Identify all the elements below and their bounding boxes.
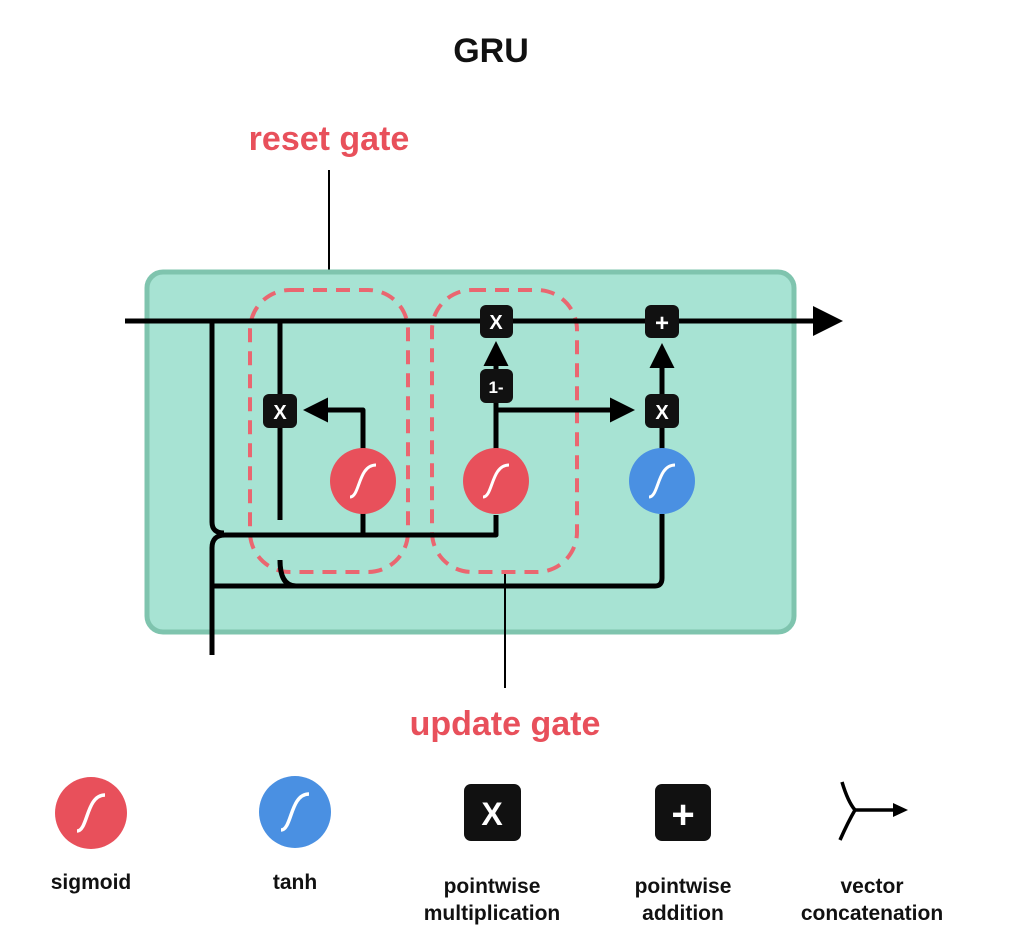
legend-tanh-label: tanh [273,871,317,894]
addition-op: + [645,305,679,338]
legend-tanh-icon [259,776,331,848]
legend-add-label-line2: addition [642,902,724,925]
reset-gate-outline [248,288,410,574]
legend-multiply-icon: X [464,784,521,841]
legend-concat-label-line1: vector [840,875,903,898]
input-to-tanh-wire [212,514,665,589]
candidate-multiply-op: X [645,394,679,428]
legend-add-symbol: + [671,793,694,837]
input-to-update-sigmoid-wire [209,515,499,655]
legend-mult-label-line2: multiplication [424,902,561,925]
addition-symbol: + [655,310,669,337]
update-gate-label: update gate [410,705,601,743]
hidden-to-concat-wire [209,321,225,536]
reset-gate-label: reset gate [249,120,410,158]
one-minus-symbol: 1- [488,378,503,397]
one-minus-op: 1- [480,369,513,403]
legend: sigmoid tanh X pointwise multiplication … [51,776,943,925]
reset-sigmoid-to-mult-arrow [303,397,366,455]
legend-sigmoid-label: sigmoid [51,871,132,894]
legend-concat-label-line2: concatenation [801,902,943,925]
reset-sigmoid-icon [330,448,396,514]
reset-multiply-symbol: X [273,402,287,424]
legend-add-label-line1: pointwise [635,875,732,898]
legend-multiply-symbol: X [481,796,503,832]
candidate-multiply-symbol: X [655,402,669,424]
legend-add-icon: + [655,784,711,841]
diagram-title: GRU [453,32,529,70]
reset-multiply-op: X [263,394,297,428]
legend-concat-icon [838,781,908,841]
legend-sigmoid-icon [55,777,127,849]
reset-mult-to-tanh-wire [277,559,297,589]
gru-cell-body [144,269,797,635]
candidate-tanh-icon [629,448,695,514]
update-gate-outline [430,288,579,574]
hidden-multiply-op: X [480,305,513,338]
hidden-multiply-symbol: X [489,312,503,334]
update-sigmoid-icon [463,448,529,514]
legend-mult-label-line1: pointwise [444,875,541,898]
